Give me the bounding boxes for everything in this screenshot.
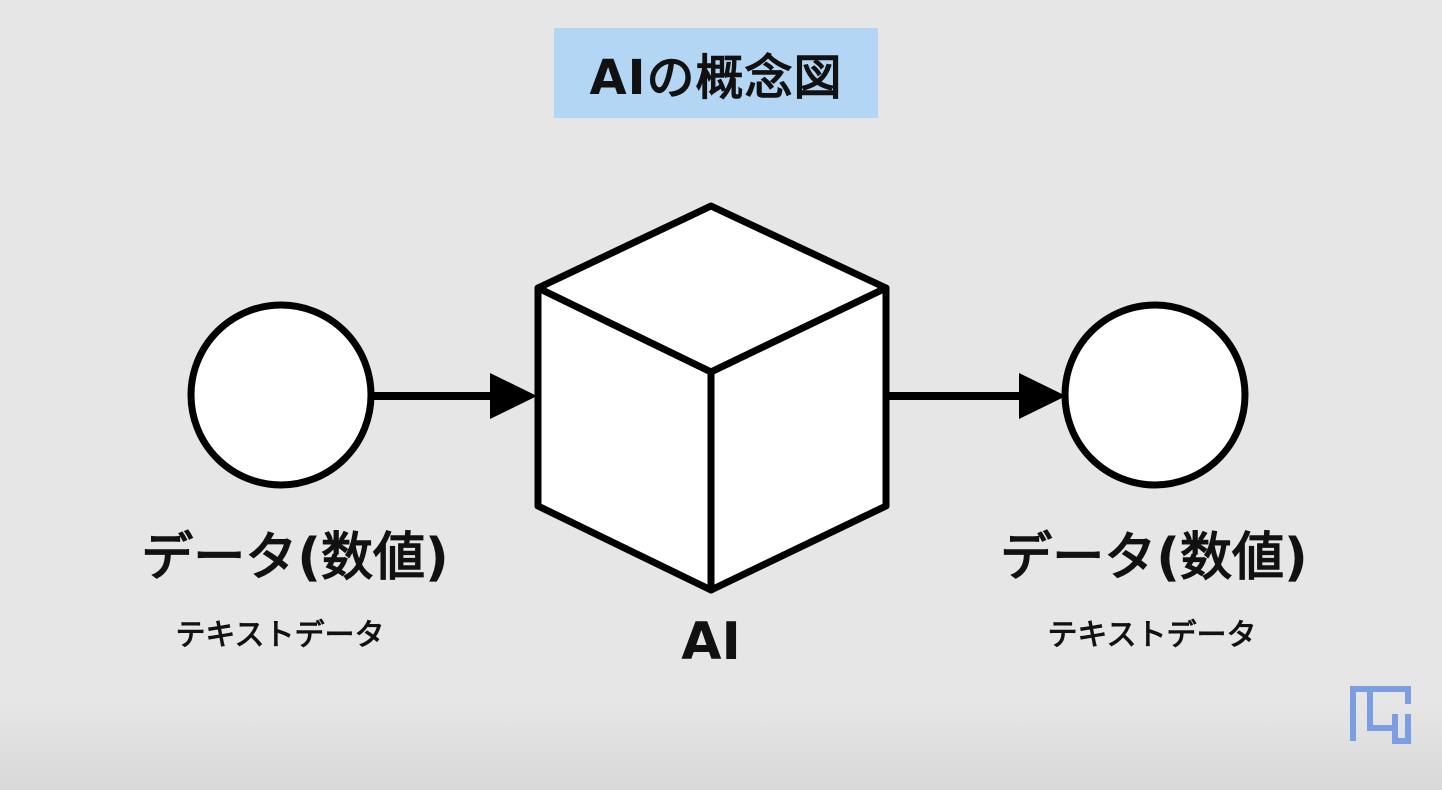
bracket-logo-icon	[1350, 686, 1411, 744]
title-banner: AIの概念図	[554, 28, 878, 118]
output-data-circle	[1061, 301, 1249, 489]
diagram-title: AIの概念図	[589, 50, 843, 106]
input-data-circle	[187, 301, 375, 489]
ai-cube-icon	[534, 202, 890, 594]
output-data-label: データ(数値)	[1000, 528, 1308, 588]
cube-right-face	[707, 284, 890, 594]
ai-label: AI	[681, 612, 741, 672]
input-data-sublabel: テキストデータ	[175, 618, 385, 653]
input-arrow-head	[490, 373, 537, 419]
input-data-label: データ(数値)	[141, 528, 449, 588]
output-arrow-head	[1019, 373, 1066, 419]
output-data-sublabel: テキストデータ	[1047, 618, 1257, 653]
